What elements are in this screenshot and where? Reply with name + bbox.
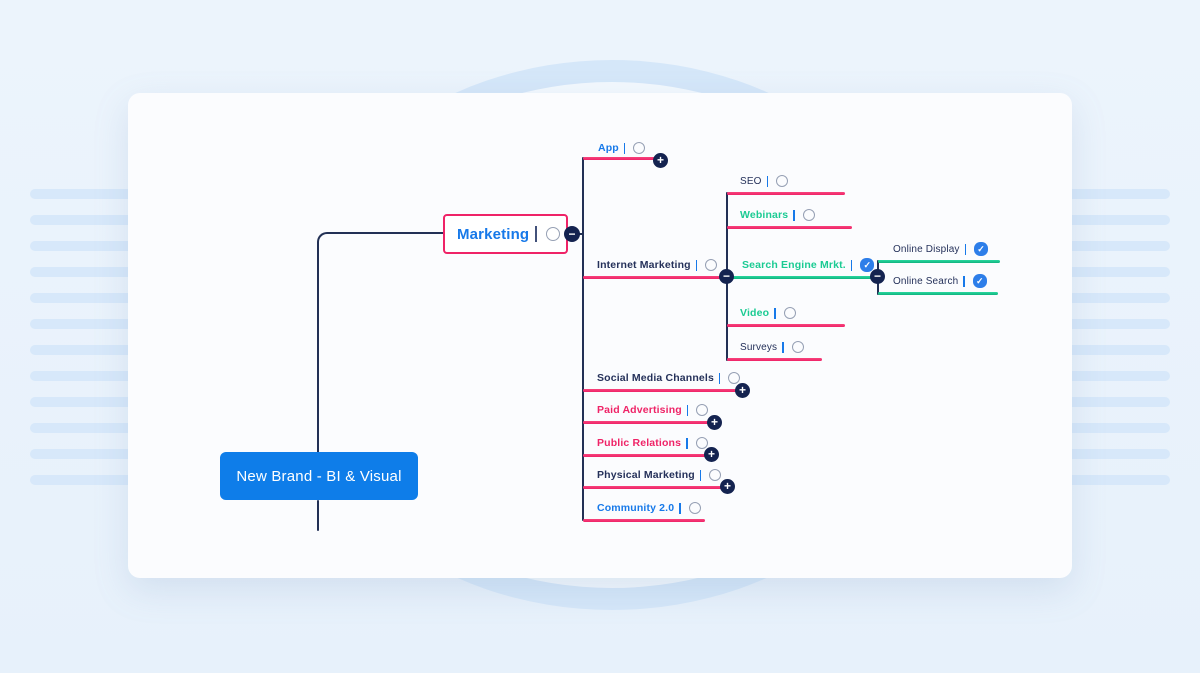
- node-marketing[interactable]: Marketing: [443, 214, 568, 254]
- node-label: SEO: [740, 175, 762, 187]
- checkbox-internet-marketing[interactable]: [705, 259, 718, 271]
- branch-line-social-media: [583, 389, 746, 392]
- node-paid-advertising[interactable]: Paid Advertising: [597, 402, 709, 418]
- branch-line-internet-marketing: [583, 276, 728, 279]
- checkbox-surveys[interactable]: [791, 341, 804, 353]
- branch-line-sem: [727, 276, 879, 279]
- expand-button-paid-advertising[interactable]: +: [707, 415, 722, 430]
- branch-line-online-display: [878, 260, 1000, 263]
- branch-line-public-relations: [583, 454, 715, 457]
- collapse-button-internet-marketing[interactable]: −: [719, 269, 734, 284]
- connector-root-marketing: [317, 232, 443, 452]
- node-label: Search Engine Mrkt.: [742, 259, 846, 271]
- text-cursor: [718, 372, 721, 384]
- node-label: Online Display: [893, 243, 960, 255]
- node-label: New Brand - BI & Visual: [236, 467, 402, 485]
- node-new-brand[interactable]: New Brand - BI & Visual: [220, 452, 418, 500]
- checkbox-online-search[interactable]: ✓: [972, 274, 987, 288]
- text-cursor: [686, 404, 689, 416]
- mindmap-canvas[interactable]: New Brand - BI & Visual Marketing − App …: [128, 93, 1072, 578]
- text-cursor: [686, 437, 688, 449]
- text-cursor: [793, 209, 795, 221]
- node-app[interactable]: App: [598, 140, 646, 156]
- text-cursor: [695, 259, 698, 271]
- checkbox-search-engine-mrkt[interactable]: ✓: [860, 258, 875, 272]
- node-label: Surveys: [740, 341, 778, 353]
- checkbox-online-display[interactable]: ✓: [974, 242, 989, 256]
- check-icon: ✓: [976, 275, 984, 286]
- checkbox-webinars[interactable]: [802, 209, 815, 221]
- node-online-display[interactable]: Online Display ✓: [893, 241, 989, 257]
- node-search-engine-mrkt[interactable]: Search Engine Mrkt. ✓: [742, 257, 875, 273]
- node-label: Online Search: [893, 275, 959, 287]
- node-label: Public Relations: [597, 437, 682, 449]
- text-cursor: [535, 226, 537, 242]
- checkbox-app[interactable]: [633, 142, 646, 154]
- checkbox-marketing[interactable]: [545, 227, 560, 241]
- node-label: Paid Advertising: [597, 404, 682, 416]
- expand-button-social-media-channels[interactable]: +: [735, 383, 750, 398]
- branch-line-community: [583, 519, 705, 522]
- text-cursor: [679, 502, 681, 514]
- checkbox-paid-advertising[interactable]: [696, 404, 709, 416]
- branch-line-online-search: [878, 292, 998, 295]
- connector-root-tail: [317, 500, 319, 531]
- checkbox-community[interactable]: [688, 502, 701, 514]
- node-social-media-channels[interactable]: Social Media Channels: [597, 370, 741, 386]
- check-icon: ✓: [863, 259, 872, 270]
- branch-line-paid-advertising: [583, 421, 718, 424]
- node-label: Community 2.0: [597, 502, 675, 514]
- checkbox-seo[interactable]: [776, 175, 789, 187]
- branch-line-webinars: [727, 226, 852, 229]
- branch-line-seo: [727, 192, 845, 195]
- node-online-search[interactable]: Online Search ✓: [893, 273, 987, 289]
- node-physical-marketing[interactable]: Physical Marketing: [597, 467, 722, 483]
- text-cursor: [623, 142, 626, 154]
- branch-line-surveys: [727, 358, 822, 361]
- node-internet-marketing[interactable]: Internet Marketing: [597, 257, 718, 273]
- branch-line-video: [727, 324, 845, 327]
- text-cursor: [774, 307, 776, 319]
- branch-line-app: [583, 157, 664, 160]
- check-icon: ✓: [977, 243, 985, 254]
- branch-line-physical-marketing: [583, 486, 730, 489]
- node-label: Marketing: [457, 225, 530, 243]
- node-label: Internet Marketing: [597, 259, 691, 271]
- expand-button-app[interactable]: +: [653, 153, 668, 168]
- node-community[interactable]: Community 2.0: [597, 500, 701, 516]
- checkbox-video[interactable]: [783, 307, 796, 319]
- text-cursor: [782, 341, 784, 353]
- node-label: Social Media Channels: [597, 372, 714, 384]
- checkbox-public-relations[interactable]: [695, 437, 708, 449]
- node-seo[interactable]: SEO: [740, 173, 789, 189]
- checkbox-social-media-channels[interactable]: [728, 372, 741, 384]
- connector-trunk-marketing-children: [582, 157, 584, 521]
- node-label: Video: [740, 307, 770, 319]
- checkbox-physical-marketing[interactable]: [709, 469, 722, 481]
- node-label: Webinars: [740, 209, 789, 221]
- text-cursor: [963, 275, 965, 287]
- node-webinars[interactable]: Webinars: [740, 207, 815, 223]
- expand-button-public-relations[interactable]: +: [704, 447, 719, 462]
- collapse-button-marketing[interactable]: −: [564, 226, 580, 242]
- text-cursor: [766, 175, 769, 187]
- node-public-relations[interactable]: Public Relations: [597, 435, 708, 451]
- node-video[interactable]: Video: [740, 305, 796, 321]
- text-cursor: [699, 469, 702, 481]
- text-cursor: [964, 243, 967, 255]
- node-label: App: [598, 142, 619, 154]
- expand-button-physical-marketing[interactable]: +: [720, 479, 735, 494]
- node-label: Physical Marketing: [597, 469, 695, 481]
- collapse-button-search-engine-mrkt[interactable]: −: [870, 269, 885, 284]
- node-surveys[interactable]: Surveys: [740, 339, 804, 355]
- text-cursor: [850, 259, 853, 271]
